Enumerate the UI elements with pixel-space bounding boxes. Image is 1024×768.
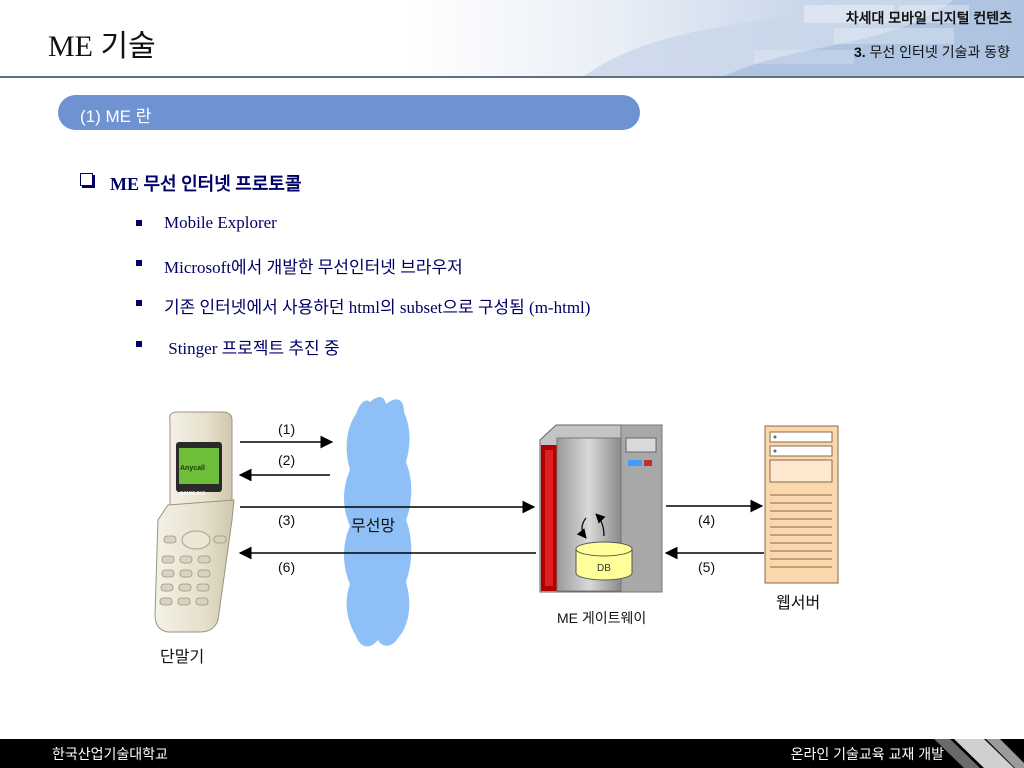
- section-title: 3. 무선 인터넷 기술과 동향: [854, 42, 1010, 62]
- list-item: Stinger 프로젝트 추진 중: [136, 334, 736, 358]
- section-label: 무선 인터넷 기술과 동향: [869, 44, 1010, 60]
- gateway-label: ME 게이트웨이: [557, 610, 647, 626]
- footer-decoration: [934, 739, 1024, 768]
- step-1-label: (1): [278, 421, 296, 437]
- list-item-text: 기존 인터넷에서 사용하던 html의 subset으로 구성됨 (m-html…: [164, 298, 591, 317]
- list-item: Microsoft에서 개발한 무선인터넷 브라우저: [136, 253, 736, 277]
- mobile-phone-icon: [154, 411, 235, 633]
- section-number: 3.: [853, 44, 866, 60]
- db-loop-arrows: [576, 513, 606, 539]
- phone-label: 단말기: [160, 649, 205, 666]
- square-bullet-icon: [136, 260, 142, 266]
- step-4-label: (4): [698, 512, 716, 528]
- web-server-label: 웹서버: [776, 595, 821, 612]
- step-6-label: (6): [278, 559, 296, 575]
- list-item-text: Mobile Explorer: [164, 213, 277, 232]
- footer-bar: 한국산업기술대학교 온라인 기술교육 교재 개발: [0, 739, 1024, 768]
- database-label: DB: [597, 563, 611, 574]
- phone-brand-text: SAMSUNG: [180, 491, 205, 497]
- step-5-label: (5): [698, 559, 716, 575]
- web-server-icon: [764, 425, 839, 584]
- list-item: 기존 인터넷에서 사용하던 html의 subset으로 구성됨 (m-html…: [136, 293, 736, 317]
- list-item: Mobile Explorer: [136, 213, 736, 237]
- footer-project: 온라인 기술교육 교재 개발: [790, 746, 944, 762]
- footer-university: 한국산업기술대학교: [52, 746, 168, 762]
- page-title: ME 기술: [48, 30, 156, 63]
- step-3-label: (3): [278, 512, 296, 528]
- phone-screen-text: Anycall: [180, 465, 205, 472]
- checkbox-bullet-icon: [80, 173, 93, 186]
- header-background: [0, 0, 1024, 76]
- list-item-text: Microsoft에서 개발한 무선인터넷 브라우저: [164, 258, 463, 277]
- wireless-network-label: 무선망: [351, 518, 396, 535]
- square-bullet-icon: [136, 341, 142, 347]
- content-heading-text: ME 무선 인터넷 프로토콜: [110, 174, 302, 194]
- header-decoration: [584, 0, 1024, 76]
- subtitle-label: (1) ME 란: [80, 107, 152, 126]
- gateway-server-icon: [539, 424, 663, 593]
- square-bullet-icon: [136, 220, 142, 226]
- subtitle-band: (1) ME 란: [58, 95, 640, 130]
- course-title: 차세대 모바일 디지털 컨텐츠: [845, 10, 1012, 26]
- database-icon: [575, 541, 633, 581]
- step-2-label: (2): [278, 452, 296, 468]
- square-bullet-icon: [136, 300, 142, 306]
- header-divider: [0, 76, 1024, 78]
- list-item-text: Stinger 프로젝트 추진 중: [164, 339, 340, 358]
